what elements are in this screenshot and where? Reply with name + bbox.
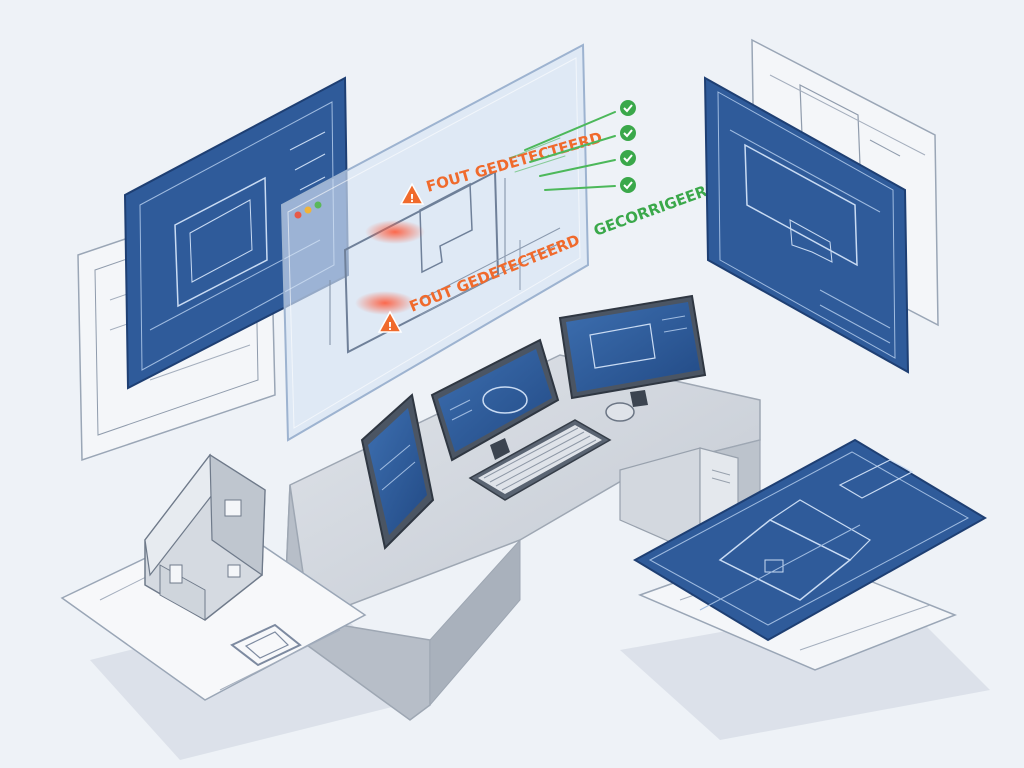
right-bottom-blueprint — [632, 438, 987, 642]
right-monitor — [558, 294, 707, 407]
warning-triangle-icon: ! — [399, 182, 425, 205]
check-circle-icon — [620, 100, 636, 116]
check-icons — [620, 100, 636, 193]
check-circle-icon — [620, 177, 636, 193]
svg-text:!: ! — [387, 320, 392, 333]
check-circle-icon — [620, 150, 636, 166]
correction-arrows — [509, 111, 616, 191]
mouse — [605, 402, 635, 422]
keyboard — [468, 419, 612, 501]
right-blueprint-panel — [703, 76, 910, 374]
center-glass-panel: ! ! FOUT GEDETECTEERD FOUT GEDETECTEERD — [280, 43, 604, 442]
error-highlight-2 — [355, 291, 415, 315]
warning-triangle-icon: ! — [377, 310, 403, 333]
svg-text:!: ! — [409, 192, 414, 205]
error-highlight-1 — [365, 220, 425, 244]
left-tilted-monitor — [360, 393, 435, 551]
house-3d-model — [144, 453, 266, 621]
center-monitor — [430, 338, 560, 462]
check-circle-icon — [620, 125, 636, 141]
window-control-dots-icon — [294, 201, 322, 219]
